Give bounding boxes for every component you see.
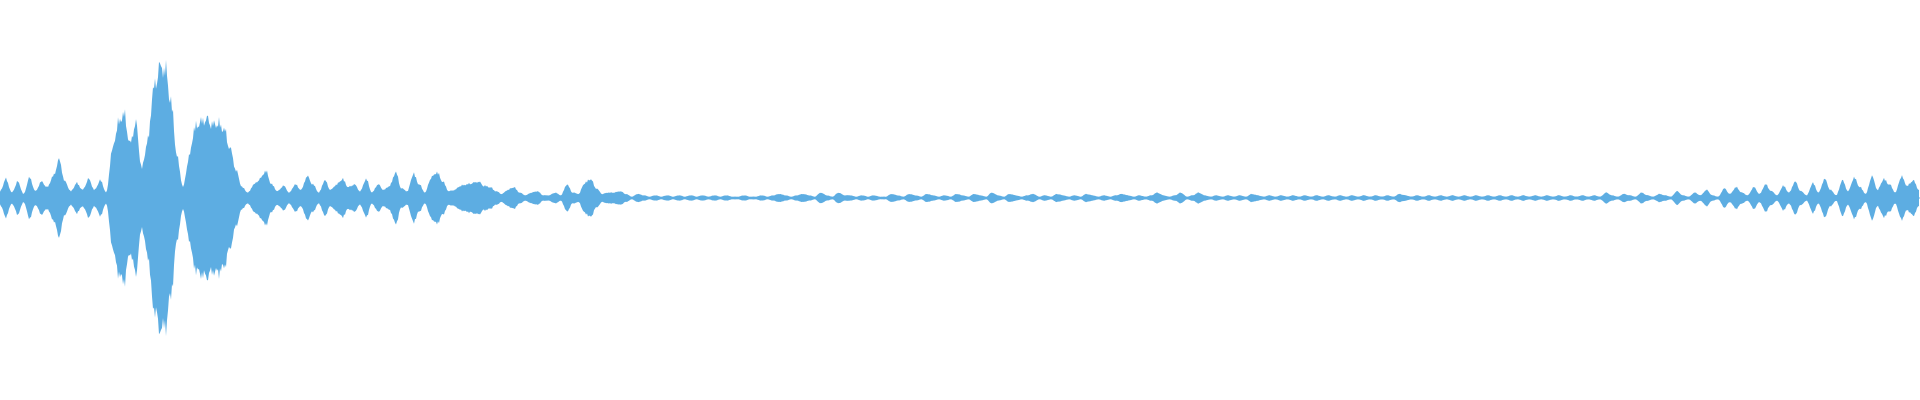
waveform-view: [0, 0, 1920, 400]
audio-waveform[interactable]: [0, 0, 1920, 400]
